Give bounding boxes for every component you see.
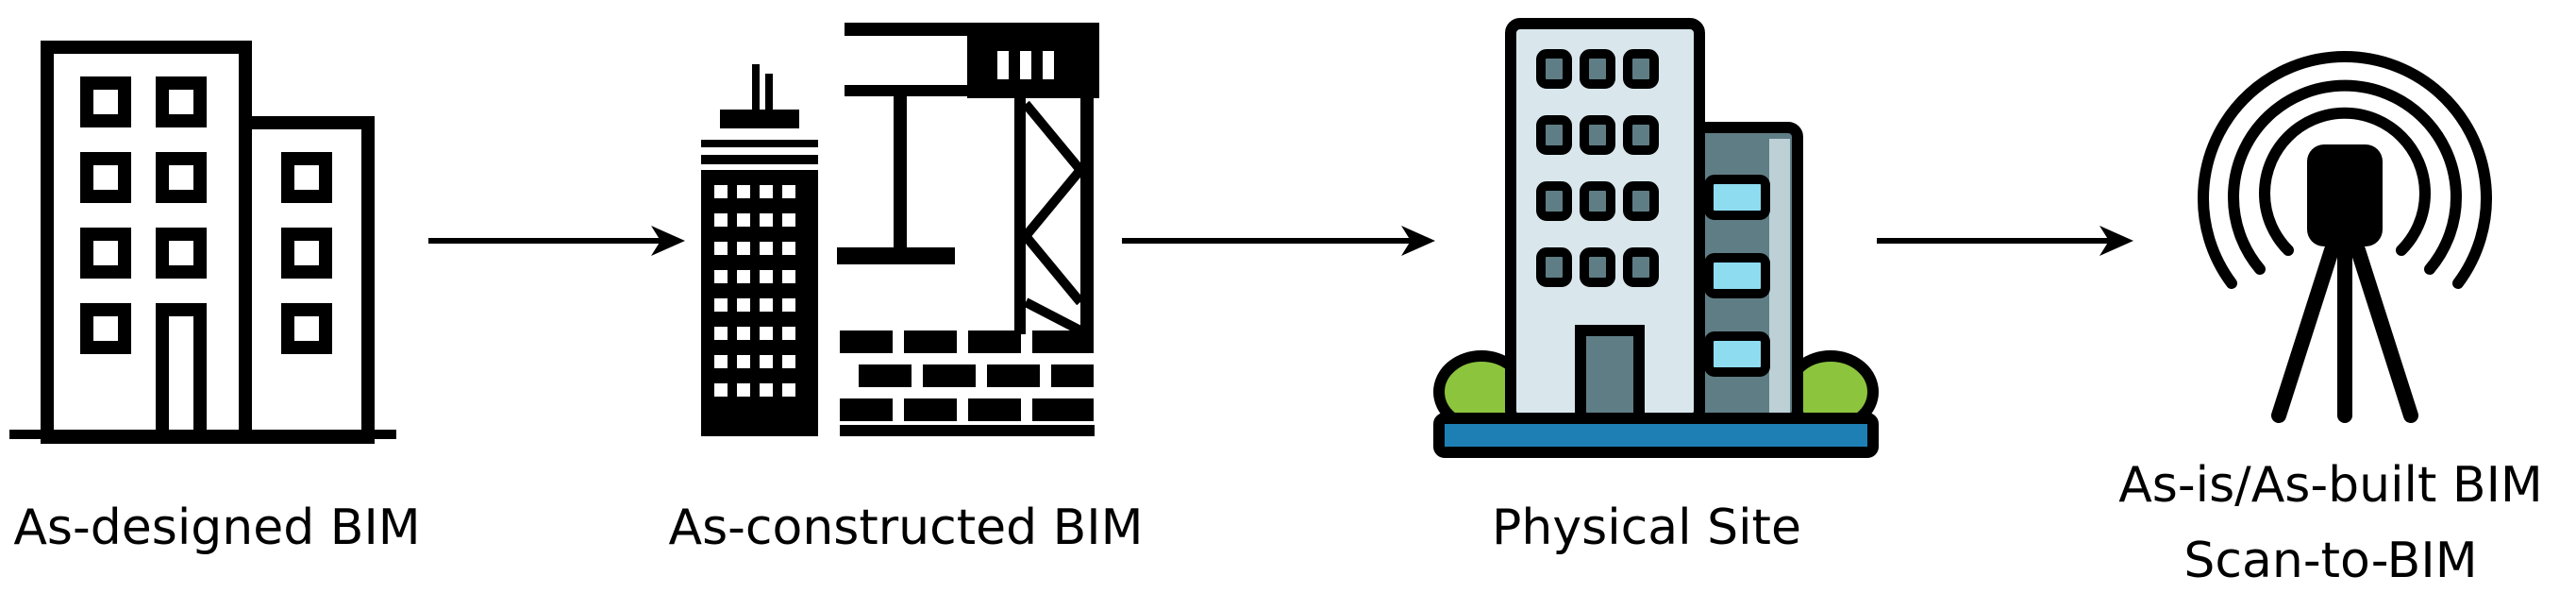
laser-scanner-icon bbox=[2198, 51, 2492, 423]
stage-label-as-constructed: As-constructed BIM bbox=[668, 500, 1144, 556]
office-building-outline-icon bbox=[9, 41, 396, 444]
stage-sublabel-scan-to-bim: Scan-to-BIM bbox=[2183, 533, 2478, 589]
office-building-color-icon bbox=[1433, 18, 1879, 458]
flow-arrow-2 bbox=[1122, 226, 1435, 256]
flow-arrow-3 bbox=[1877, 226, 2133, 256]
stage-label-as-designed: As-designed BIM bbox=[13, 500, 421, 556]
stage-label-physical-site: Physical Site bbox=[1492, 500, 1801, 556]
flow-arrow-1 bbox=[428, 226, 685, 256]
stage-label-as-is-as-built: As-is/As-built BIM bbox=[2118, 457, 2543, 514]
construction-site-icon bbox=[701, 23, 1099, 436]
